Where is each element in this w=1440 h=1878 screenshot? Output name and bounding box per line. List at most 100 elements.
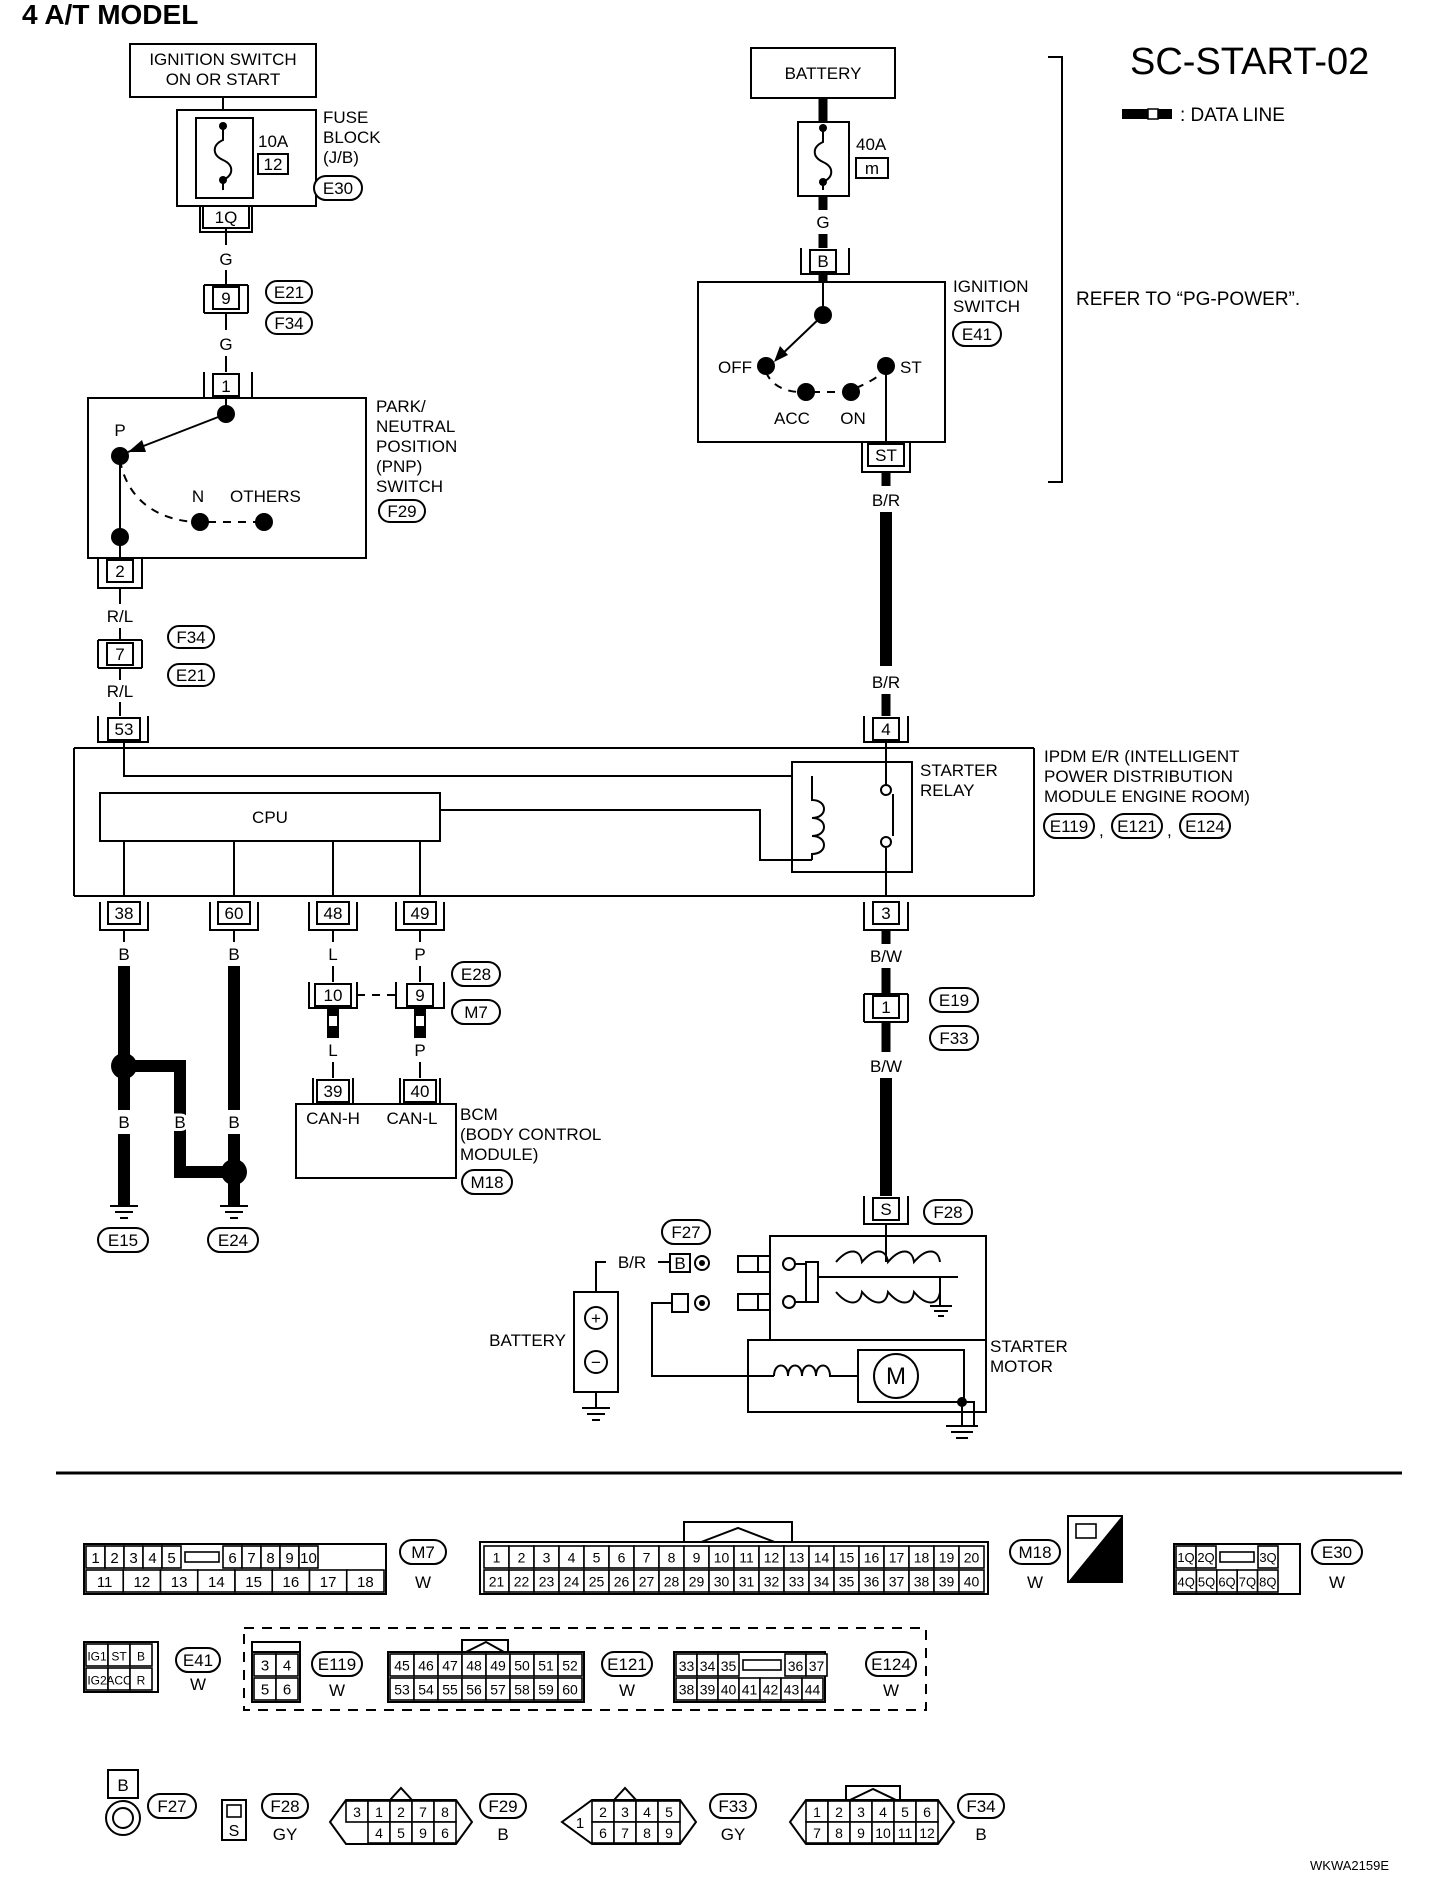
conn-e21-label: E21	[274, 283, 304, 302]
m18-pin: 6	[618, 1550, 626, 1566]
svg-text:,: ,	[1167, 821, 1172, 840]
cv-e30-label: E30	[1322, 1543, 1352, 1562]
e124-pin: 33	[679, 1658, 695, 1674]
pnp-label-3: POSITION	[376, 437, 457, 456]
conn-m7-pill	[451, 999, 501, 1025]
cv-e41-label: E41	[183, 1651, 213, 1670]
cv-f27-pill	[147, 1793, 197, 1819]
cv-e124-color: W	[883, 1681, 899, 1700]
e121-pin: 46	[418, 1658, 434, 1674]
cv-f33-label: F33	[718, 1797, 747, 1816]
ground-e15-label: E15	[108, 1231, 138, 1250]
m7-pin: 11	[97, 1574, 113, 1591]
e41-pin: ST	[111, 1650, 127, 1664]
m18-pin: 31	[739, 1574, 755, 1590]
e124-pin: 44	[805, 1682, 821, 1698]
m7-pin: 9	[285, 1550, 293, 1567]
conn-m7-label: M7	[464, 1003, 488, 1022]
fuse-term-1q: 1Q	[215, 208, 238, 227]
e121-pin: 50	[514, 1658, 530, 1674]
inline-9b-label: 9	[415, 986, 424, 1005]
conn-f28-pill	[923, 1199, 973, 1225]
conn-e21-pill	[265, 280, 313, 304]
e41-cell	[129, 1667, 153, 1691]
f27-term-b: B	[674, 1254, 685, 1273]
e121-pin: 48	[466, 1658, 482, 1674]
f34-pin: 12	[919, 1825, 935, 1841]
m18-pin: 22	[514, 1574, 530, 1590]
e30-pin: 8Q	[1259, 1575, 1276, 1590]
conn-f27-pill	[661, 1219, 711, 1245]
wire-label-rl-2: R/L	[107, 682, 133, 701]
e124-pin: 40	[721, 1682, 737, 1698]
m18-pin: 20	[964, 1550, 980, 1566]
m18-pin: 32	[764, 1574, 780, 1590]
e124-pin: 36	[788, 1658, 804, 1674]
ipdm-bottom-terminals: 38 60 48 49 3	[99, 901, 909, 931]
m7-pin: 6	[228, 1550, 236, 1567]
inline-10-label: 10	[324, 986, 343, 1005]
conn-e30-label: E30	[323, 179, 353, 198]
fuse-block-label-3: (J/B)	[323, 148, 359, 167]
battery-top-label: BATTERY	[785, 64, 862, 83]
bcm-can-h: CAN-H	[306, 1109, 360, 1128]
ipdm-label-2: POWER DISTRIBUTION	[1044, 767, 1233, 786]
ground-e15-icon	[110, 1205, 138, 1219]
fuse-40a-icon	[813, 128, 833, 190]
relay-label-1: STARTER	[920, 761, 998, 780]
f34-pin: 2	[835, 1804, 843, 1820]
e30-pin: 2Q	[1197, 1550, 1214, 1565]
e124-cell	[801, 1677, 824, 1701]
ign-pos-off: OFF	[718, 358, 752, 377]
battery-plus: +	[591, 1309, 601, 1328]
m18-pin: 7	[643, 1550, 651, 1566]
cv-f27-label: F27	[157, 1797, 186, 1816]
e124-pin: 34	[700, 1658, 716, 1674]
conn-e30-pill	[313, 175, 363, 201]
cv-f29-pill	[479, 1793, 527, 1819]
m7-pin: 17	[320, 1574, 337, 1591]
m18-pin: 28	[664, 1574, 680, 1590]
wire-label-br-2: B/R	[872, 673, 900, 692]
inline-9-label: 9	[221, 289, 230, 308]
cv-f29-color: B	[497, 1825, 508, 1844]
f34-pin: 5	[901, 1804, 909, 1820]
data-line-segments	[327, 1008, 426, 1038]
cpu-label: CPU	[252, 808, 288, 827]
f33-pin: 3	[621, 1804, 629, 1820]
wire-label-g-2: G	[219, 335, 232, 354]
f29-pin: 5	[397, 1825, 405, 1841]
ground-e24-icon	[220, 1205, 248, 1219]
e30-pin: 6Q	[1218, 1575, 1235, 1590]
conn-e21b-pill	[167, 663, 215, 687]
m18-pin: 25	[589, 1574, 605, 1590]
m18-pin: 29	[689, 1574, 705, 1590]
fuse-40a-amp: 40A	[856, 135, 887, 154]
f33-pin: 7	[621, 1825, 629, 1841]
refer-note: REFER TO “PG-POWER”.	[1076, 289, 1300, 310]
f27-housing	[107, 1769, 139, 1799]
ground-e15-pill	[97, 1227, 149, 1253]
bcm-label-1: BCM	[460, 1105, 498, 1124]
m18-pin: 17	[889, 1550, 905, 1566]
f29-pin: 4	[375, 1825, 383, 1841]
ipdm-connectors-frame	[243, 1627, 927, 1711]
e124-pin: 41	[742, 1682, 758, 1698]
conn-f33-pill	[929, 1025, 979, 1051]
bcm-box	[295, 1103, 457, 1179]
m18-pin: 12	[764, 1550, 780, 1566]
wire-label-l-2: L	[328, 1041, 337, 1060]
pnp-label-1: PARK/	[376, 397, 426, 416]
ipdm-label-3: MODULE ENGINE ROOM)	[1044, 787, 1250, 806]
e121-pin: 57	[490, 1682, 506, 1698]
m7-pin: 13	[171, 1574, 188, 1591]
f33-pin: 6	[599, 1825, 607, 1841]
pnp-pos-others: OTHERS	[230, 487, 301, 506]
ground-e24-pill	[207, 1227, 259, 1253]
model-title: 4 A/T MODEL	[22, 0, 198, 30]
e30-pin: 1Q	[1177, 1550, 1194, 1565]
f34-pin: 1	[813, 1804, 821, 1820]
ign-label-2: SWITCH	[953, 297, 1020, 316]
e124-pin: 42	[763, 1682, 779, 1698]
cv-e41-color: W	[190, 1675, 206, 1694]
